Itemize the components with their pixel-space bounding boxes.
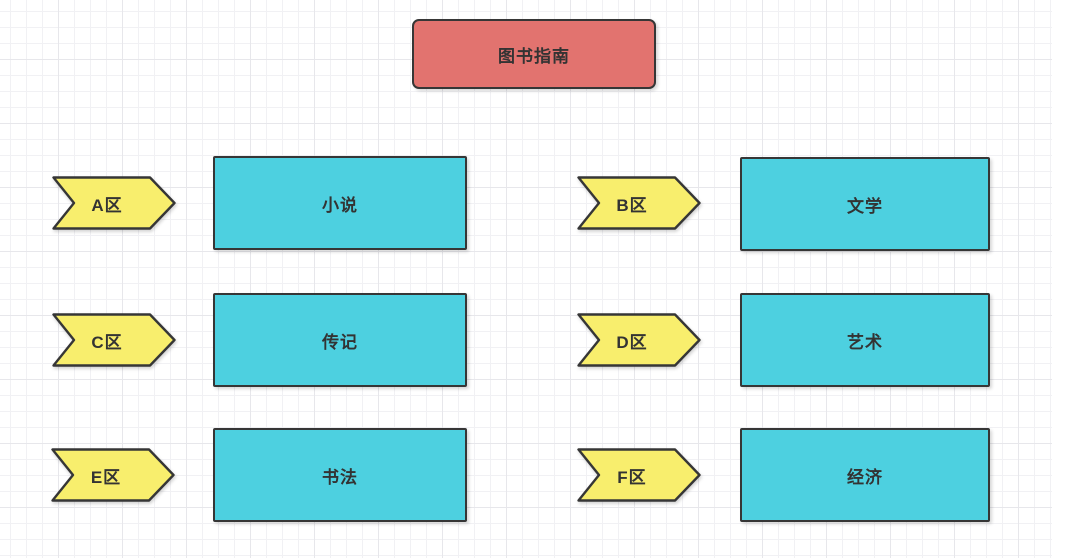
title-label: 图书指南 <box>498 46 570 66</box>
chevron-arrow-icon <box>577 313 701 367</box>
category-label-literature: 文学 <box>847 196 883 216</box>
zone-node-d[interactable]: D区 <box>577 313 701 367</box>
category-label-art: 艺术 <box>847 332 883 352</box>
category-node-fiction[interactable]: 小说 <box>213 156 467 250</box>
category-label-economics: 经济 <box>847 467 883 487</box>
zone-label-b: B区 <box>616 195 648 215</box>
zone-node-c[interactable]: C区 <box>52 313 176 367</box>
zone-node-f[interactable]: F区 <box>577 448 701 502</box>
category-label-calligraphy: 书法 <box>322 467 358 487</box>
category-node-literature[interactable]: 文学 <box>740 157 990 251</box>
category-node-biography[interactable]: 传记 <box>213 293 467 387</box>
chevron-arrow-icon <box>52 176 176 230</box>
zone-label-a: A区 <box>91 195 123 215</box>
category-node-art[interactable]: 艺术 <box>740 293 990 387</box>
category-label-fiction: 小说 <box>322 195 358 215</box>
zone-node-b[interactable]: B区 <box>577 176 701 230</box>
chevron-arrow-icon <box>51 448 175 502</box>
chevron-arrow-icon <box>52 313 176 367</box>
zone-label-f: F区 <box>617 467 647 487</box>
category-label-biography: 传记 <box>322 332 358 352</box>
chevron-arrow-icon <box>577 448 701 502</box>
title-node[interactable]: 图书指南 <box>412 19 656 89</box>
chevron-arrow-icon <box>577 176 701 230</box>
zone-label-e: E区 <box>90 467 122 487</box>
category-node-economics[interactable]: 经济 <box>740 428 990 522</box>
zone-node-a[interactable]: A区 <box>52 176 176 230</box>
zone-node-e[interactable]: E区 <box>51 448 175 502</box>
zone-label-d: D区 <box>616 332 648 352</box>
zone-label-c: C区 <box>91 332 123 352</box>
category-node-calligraphy[interactable]: 书法 <box>213 428 467 522</box>
